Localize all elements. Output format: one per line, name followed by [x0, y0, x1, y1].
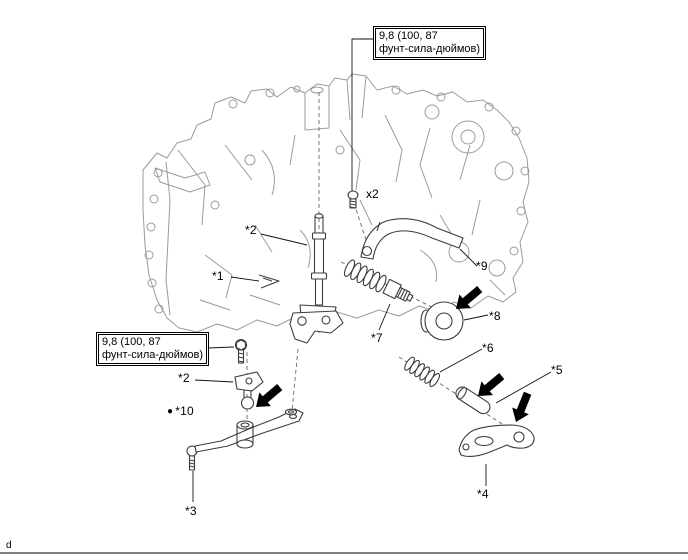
- part-joint: [234, 371, 264, 410]
- callout-3: *3: [185, 504, 197, 518]
- torque-spec-box-left: 9,8 (100, 87 фунт-сила-дюймов): [96, 332, 210, 367]
- callout-7: *7: [371, 331, 383, 345]
- assembly-axis-lines: [246, 92, 534, 445]
- torque-spec-box-top: 9,8 (100, 87 фунт-сила-дюймов): [373, 26, 487, 61]
- part-detent-plate: [360, 218, 464, 260]
- case-line-art: [142, 73, 530, 333]
- bullet-icon: ●: [167, 406, 174, 417]
- callout-2-lower: *2: [178, 371, 190, 385]
- callout-1: *1: [212, 269, 224, 283]
- direction-arrow: [507, 389, 536, 426]
- part-detent-spring-bolt: [343, 259, 414, 302]
- torque-unit: фунт-сила-дюймов): [379, 43, 481, 56]
- part-lever-arm: [186, 408, 304, 471]
- part-shift-bracket: [289, 310, 344, 344]
- leader-lines: [192, 38, 552, 502]
- torque-unit: фунт-сила-дюймов): [102, 349, 204, 362]
- callout-10-label: *10: [175, 404, 194, 418]
- callout-9: *9: [476, 259, 488, 273]
- callout-8: *8: [489, 309, 501, 323]
- callout-4: *4: [477, 487, 489, 501]
- part-spring: [404, 356, 441, 388]
- torque-value: 9,8 (100, 87: [102, 336, 161, 348]
- part-clip: [258, 274, 280, 289]
- callout-5: *5: [551, 363, 563, 377]
- callout-6: *6: [482, 341, 494, 355]
- part-lock-lever: [458, 424, 535, 458]
- page-letter: d: [6, 540, 12, 551]
- callout-2-upper: *2: [245, 223, 257, 237]
- part-detent-cam: [420, 301, 464, 341]
- torque-value: 9,8 (100, 87: [379, 30, 438, 42]
- part-pin: [455, 386, 491, 415]
- callout-10: ●*10: [167, 405, 194, 418]
- part-bolt-left: [234, 338, 248, 364]
- quantity-label: x2: [366, 187, 379, 201]
- part-bolt-x2: [347, 190, 359, 209]
